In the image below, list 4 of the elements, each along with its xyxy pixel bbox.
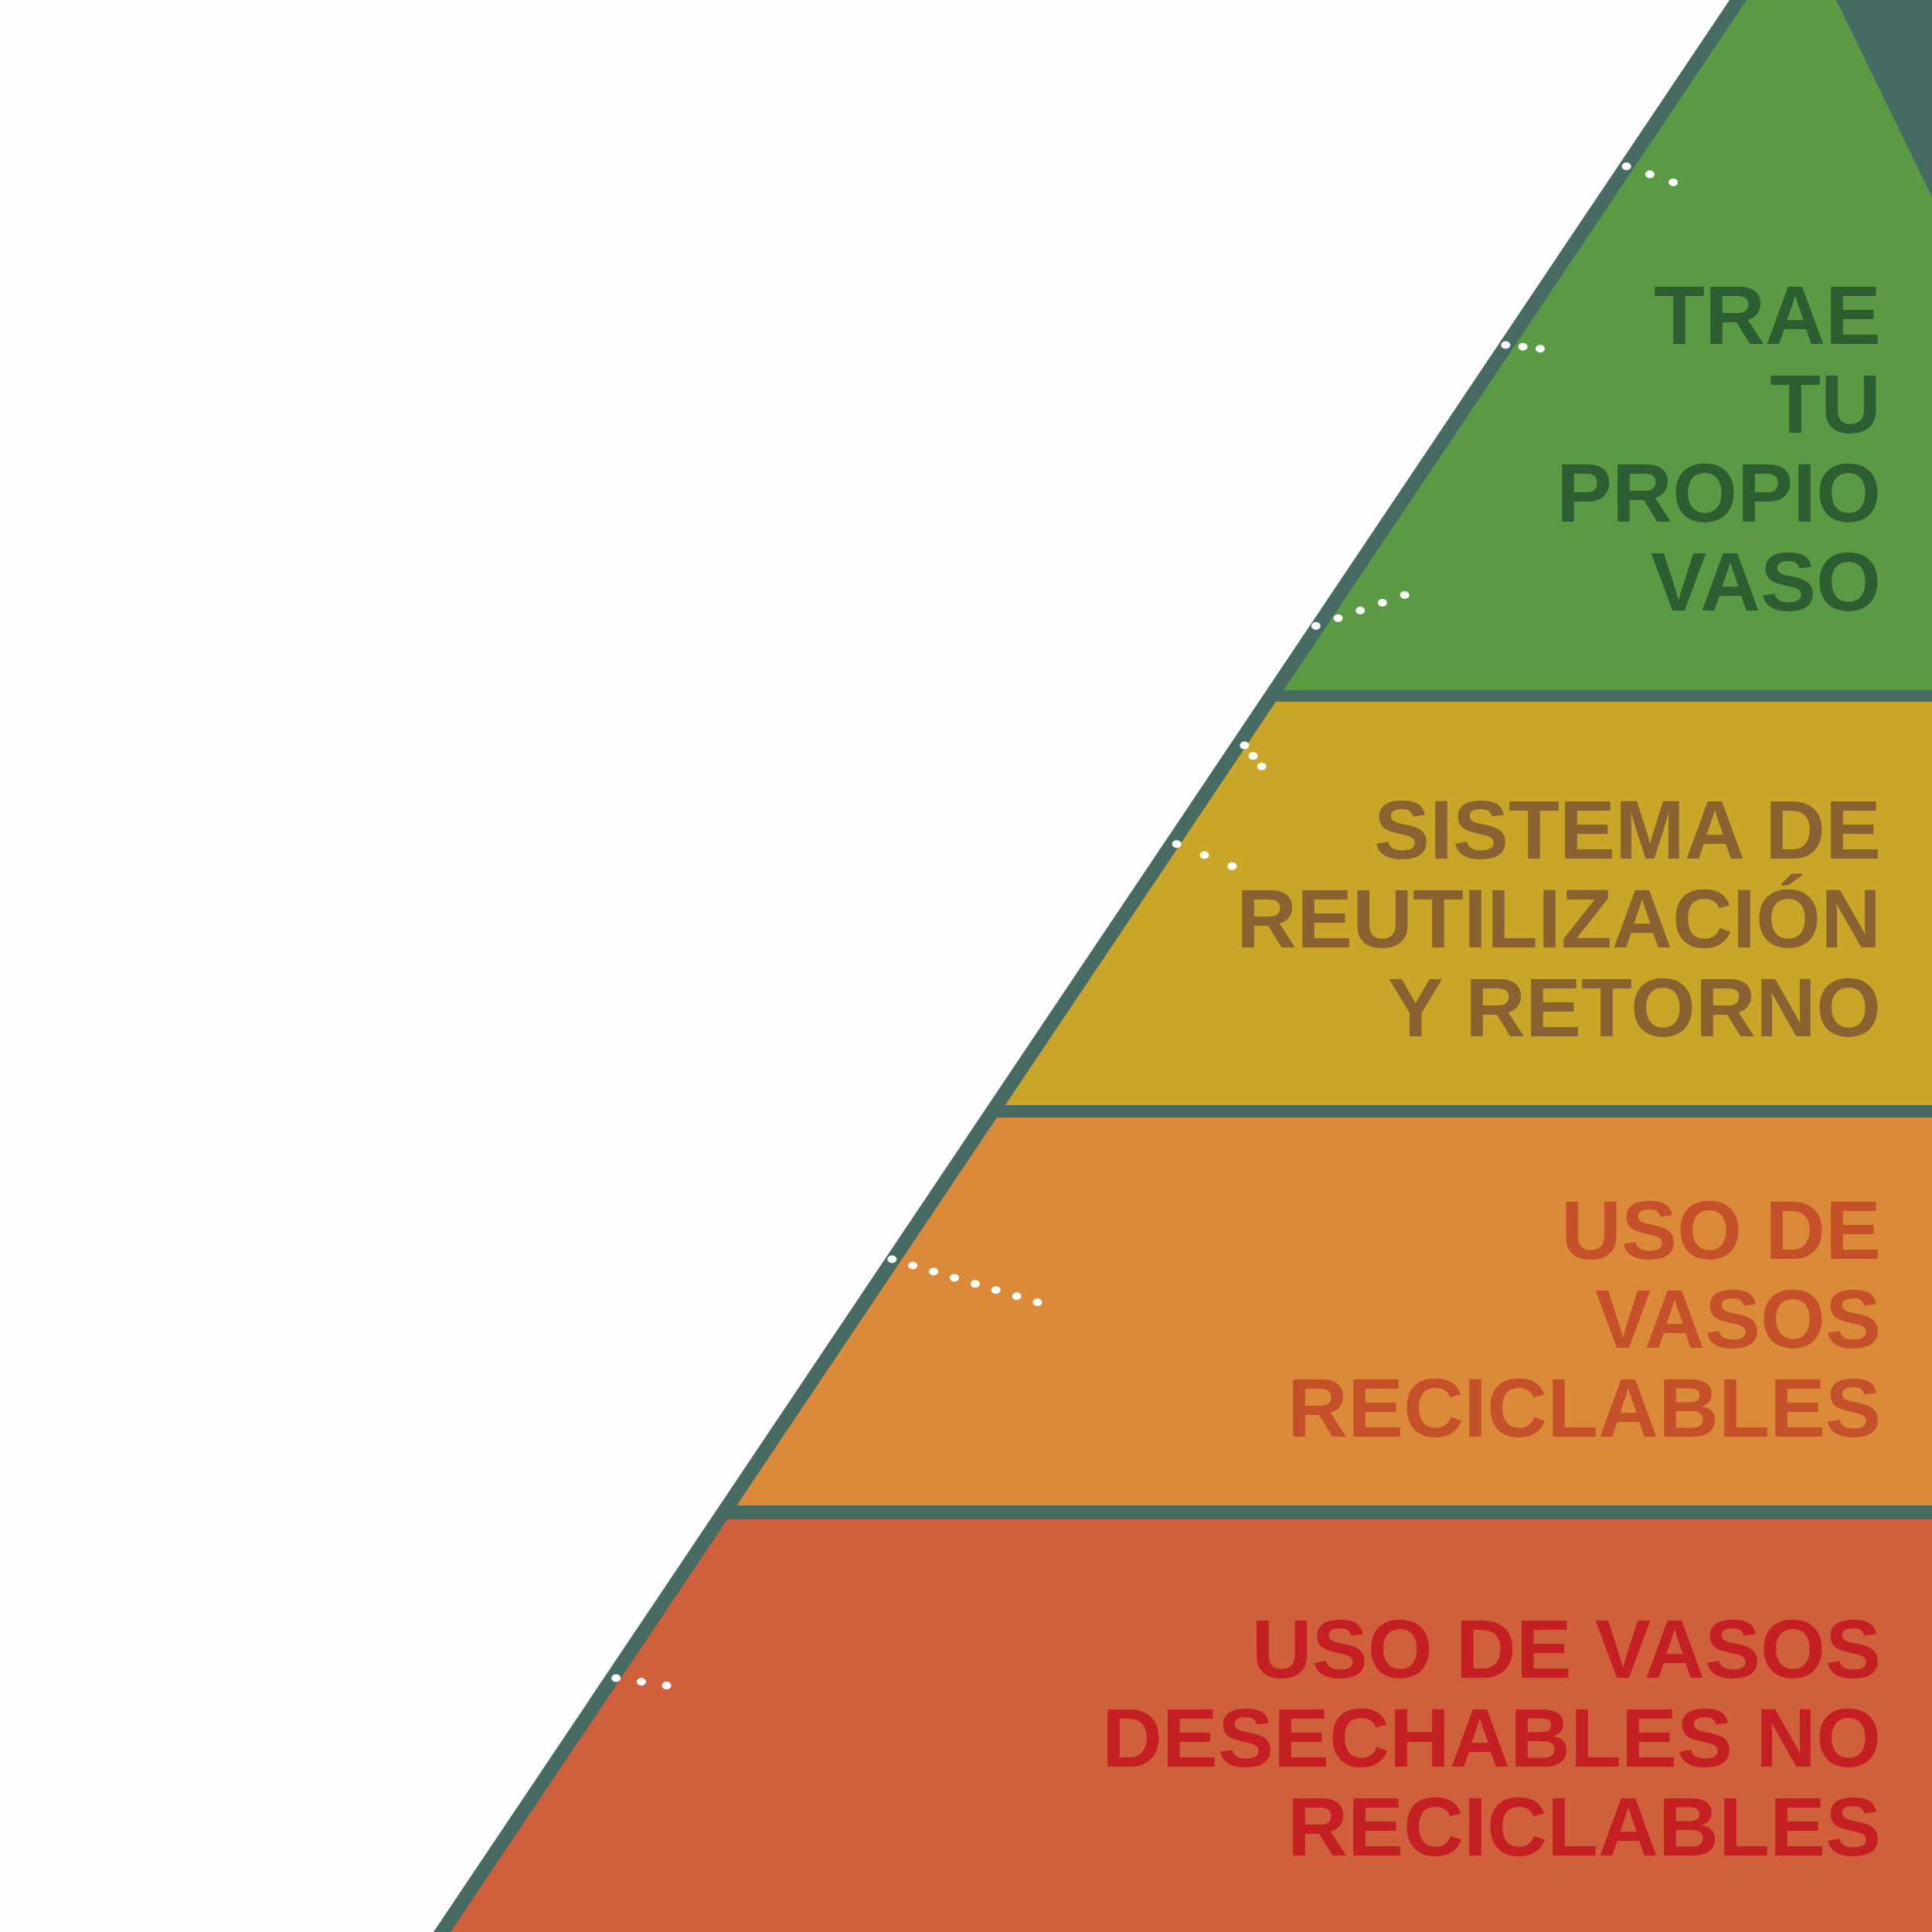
tier-label: USO DE VASOS RECICLABLES [1286, 1185, 1881, 1452]
tier-label: TRAE TU PROPIO VASO [1555, 270, 1881, 626]
tier-label: SISTEMA DE REUTILIZACIÓN Y RETORNO [1236, 785, 1881, 1052]
tier-label: USO DE VASOS DESECHABLES NO RECICLABLES [1100, 1604, 1881, 1871]
